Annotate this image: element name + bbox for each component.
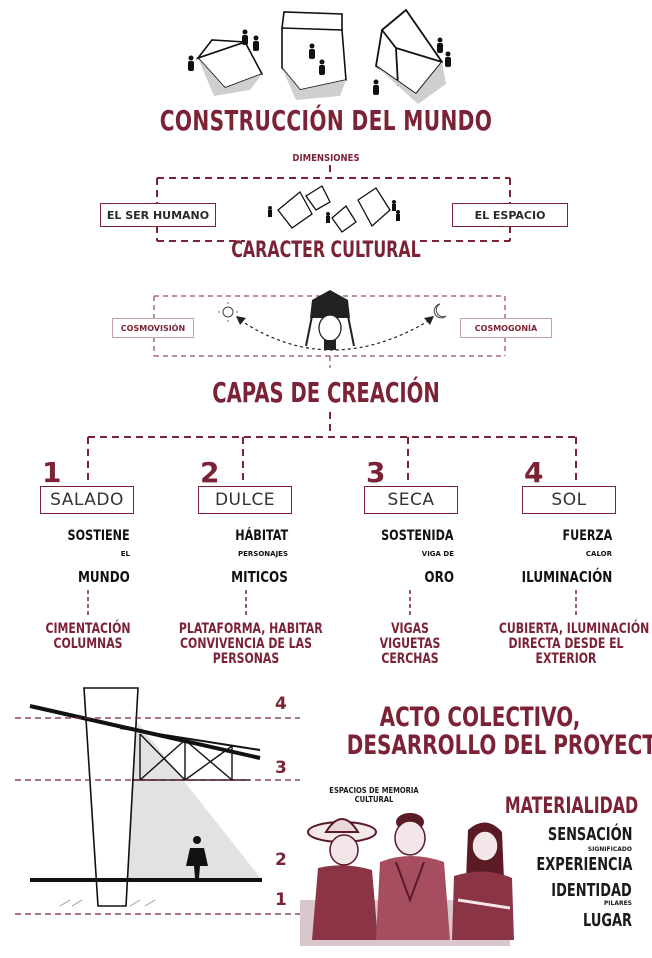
layer-small: CALOR (585, 550, 612, 558)
layer-number: 1 (42, 456, 62, 489)
right-box-espacio: EL ESPACIO (452, 203, 568, 227)
acto-title-line: ACTO COLECTIVO, (379, 702, 581, 733)
layer-small: EL (120, 550, 130, 558)
arch-line: CUBIERTA, ILUMINACIÓN (498, 621, 650, 637)
memoria-label: ESPACIOS DE MEMORIA CULTURAL (321, 786, 426, 804)
arch-line: VIGAS (391, 621, 429, 637)
layer-arch: CUBIERTA, ILUMINACIÓN DIRECTA DESDE EL E… (498, 621, 650, 667)
arch-line: EXTERIOR (535, 651, 597, 667)
section-level-3: 3 (275, 758, 287, 778)
arch-line: CONVIVENCIA DE LAS (180, 636, 312, 652)
section-level-2: 2 (275, 850, 287, 870)
layer-noun: ORO (424, 568, 454, 586)
materialidad-identidad: IDENTIDAD (551, 880, 632, 901)
layer-box-dulce: DULCE (198, 486, 292, 514)
layer-box-sol: SOL (522, 486, 616, 514)
layer-number: 2 (200, 456, 220, 489)
arch-line: CERCHAS (381, 651, 439, 667)
layer-noun: MITICOS (231, 568, 288, 586)
layer-arch: CIMENTACIÓN COLUMNAS (33, 622, 142, 652)
cultural-title: CARACTER CULTURAL (231, 238, 421, 263)
arch-line: PERSONAS (212, 651, 280, 667)
layer-noun: ILUMINACIÓN (521, 568, 612, 586)
materialidad-lugar: LUGAR (583, 910, 632, 931)
arch-line: PLATAFORMA, HABITAR (178, 621, 323, 637)
layer-verb: SOSTENIDA (381, 528, 454, 544)
cosmogonia-box: COSMOGONÍA (460, 318, 552, 338)
memoria-line: CULTURAL (354, 795, 394, 804)
materialidad-pilares: PILARES (603, 900, 632, 907)
layer-arch: PLATAFORMA, HABITAR CONVIVENCIA DE LAS P… (178, 621, 323, 667)
layer-verb: SOSTIENE (67, 528, 130, 544)
layer-verb: HÁBITAT (235, 528, 288, 544)
section-level-1: 1 (275, 890, 287, 910)
layer-verb: FUERZA (562, 528, 612, 544)
layer-arch: VIGAS VIGUETAS CERCHAS (363, 622, 457, 667)
dimensions-label: DIMENSIONES (292, 153, 360, 164)
acto-title: ACTO COLECTIVO, DESARROLLO DEL PROYECTO (346, 702, 652, 761)
memoria-line: ESPACIOS DE MEMORIA (329, 786, 419, 795)
layer-box-salado: SALADO (40, 486, 134, 514)
layer-box-seca: SECA (364, 486, 458, 514)
layer-number: 3 (366, 456, 386, 489)
acto-title-line: DESARROLLO DEL PROYECTO (346, 730, 652, 761)
arch-line: VIGUETAS (379, 636, 441, 652)
page-title: CONSTRUCCIÓN DEL MUNDO (159, 104, 493, 137)
materialidad-sensacion: SENSACIÓN (547, 824, 632, 845)
layer-small: PERSONAJES (238, 550, 288, 558)
arch-line: COLUMNAS (53, 636, 123, 652)
materialidad-experiencia: EXPERIENCIA (535, 854, 632, 875)
materialidad-significado: SIGNIFICADO (587, 846, 632, 853)
arch-line: DIRECTA DESDE EL (508, 636, 624, 652)
section-level-4: 4 (275, 694, 287, 714)
arch-line: CIMENTACIÓN (45, 621, 131, 637)
layer-small: VIGA DE (421, 550, 454, 558)
layer-noun: MUNDO (78, 568, 130, 586)
materialidad-title: MATERIALIDAD (504, 794, 638, 819)
left-box-ser-humano: EL SER HUMANO (100, 203, 216, 227)
cosmovision-box: COSMOVISIÓN (112, 318, 194, 338)
layer-number: 4 (524, 456, 544, 489)
layers-title: CAPAS DE CREACIÓN (212, 376, 440, 409)
